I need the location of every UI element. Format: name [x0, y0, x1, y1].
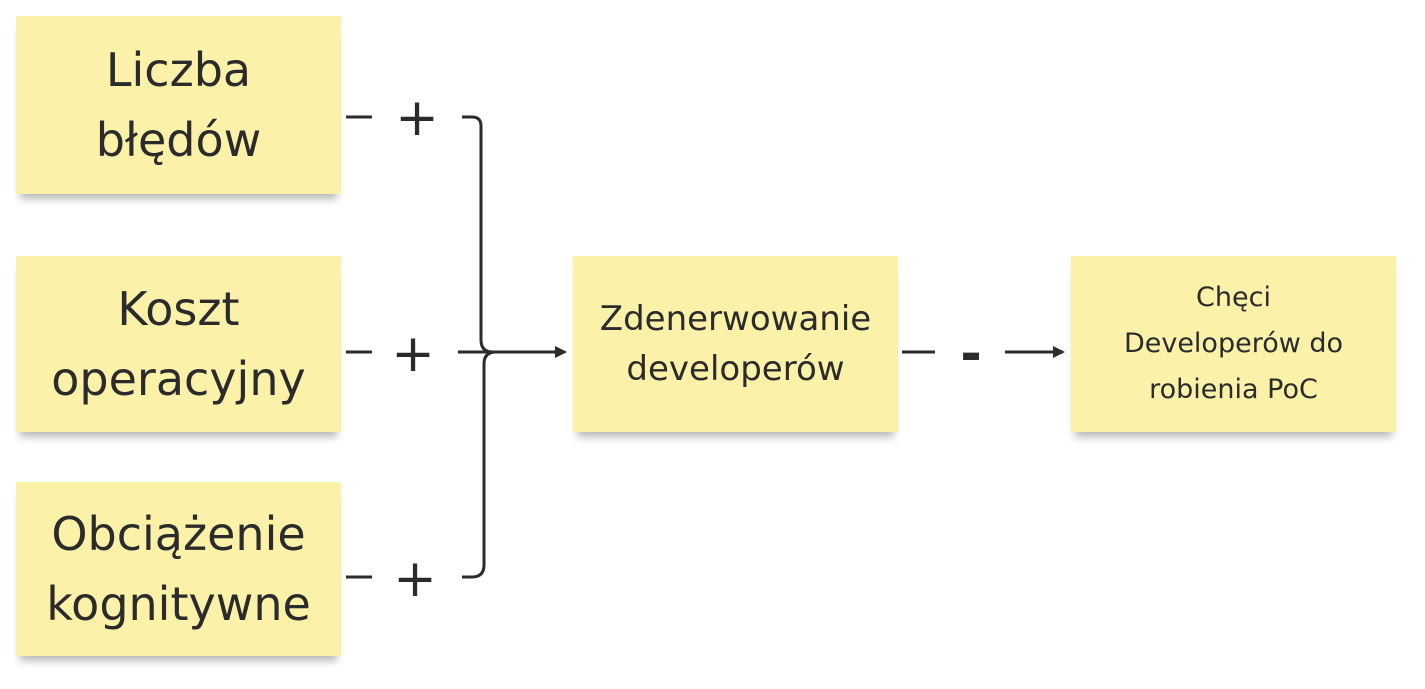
sticky-note-load-line2: kognitywne: [46, 577, 311, 631]
edge-frustration: -: [902, 324, 1065, 384]
sticky-note-load[interactable]: Obciążenie kognitywne: [16, 482, 341, 656]
sticky-note-cost[interactable]: Koszt operacyjny: [16, 256, 341, 432]
sticky-note-load-line1: Obciążenie: [51, 507, 306, 561]
sticky-note-bugs[interactable]: Liczba błędów: [16, 16, 341, 194]
sticky-note-cost-line2: operacyjny: [51, 352, 306, 406]
edge-load-bracket-bottom: [462, 350, 497, 579]
sticky-note-willingness-line2: Developerów do: [1123, 328, 1344, 359]
sticky-note-willingness-text: Chęci Developerów do robienia PoC: [1124, 275, 1343, 413]
sticky-note-bugs-line1: Liczba: [105, 43, 252, 97]
edge-cost-sign: +: [391, 324, 435, 384]
edge-bugs-sign: +: [395, 88, 439, 148]
edge-bugs-bracket-top: [462, 115, 494, 354]
edge-bugs: +: [346, 88, 494, 354]
edge-cost: +: [346, 324, 493, 384]
sticky-note-frustration-line2: developerów: [626, 349, 845, 389]
sticky-note-willingness[interactable]: Chęci Developerów do robienia PoC: [1071, 256, 1396, 432]
sticky-note-frustration[interactable]: Zdenerwowanie developerów: [573, 256, 898, 432]
sticky-note-cost-text: Koszt operacyjny: [51, 274, 305, 414]
sticky-note-frustration-text: Zdenerwowanie developerów: [600, 294, 871, 394]
sticky-note-frustration-line1: Zdenerwowanie: [599, 299, 872, 339]
sticky-note-bugs-text: Liczba błędów: [96, 35, 262, 175]
sticky-note-bugs-line2: błędów: [95, 113, 262, 167]
edge-load-sign: +: [393, 549, 437, 609]
sticky-note-willingness-line1: Chęci: [1196, 282, 1271, 313]
edge-load: +: [346, 350, 497, 609]
sticky-note-load-text: Obciążenie kognitywne: [46, 499, 311, 639]
edge-frustration-sign: -: [960, 324, 982, 384]
sticky-note-willingness-line3: robienia PoC: [1149, 374, 1318, 405]
sticky-note-cost-line1: Koszt: [117, 282, 240, 336]
